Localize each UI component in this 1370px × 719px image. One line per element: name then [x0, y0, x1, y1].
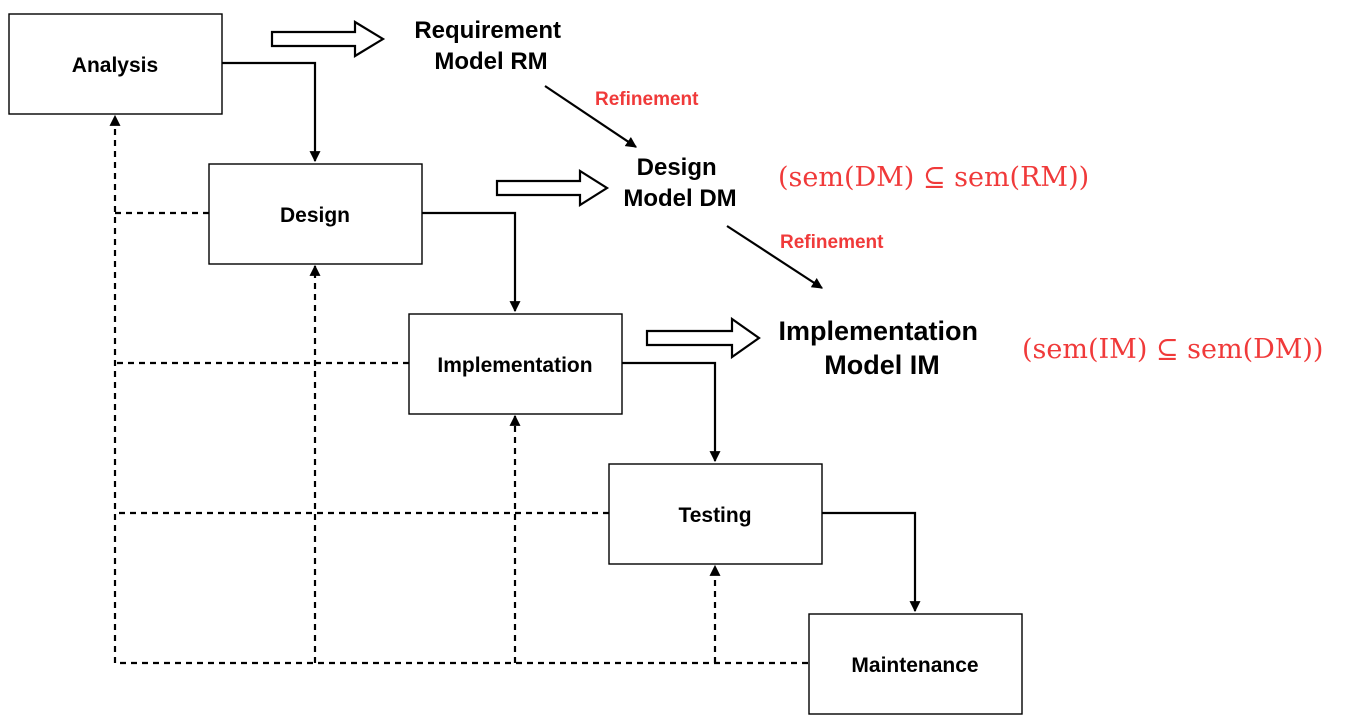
flow-design-to-implementation: [422, 211, 521, 313]
feedback-lines: [109, 114, 808, 665]
implementation-model-line2: Model IM: [824, 350, 940, 380]
refinement-arrow-rm-to-dm: [544, 85, 637, 148]
design-refinement-formula: (sem(DM) ⊆ sem(RM)): [778, 162, 1089, 193]
feedback-to-analysis: [109, 114, 808, 665]
implementation-model-label: Implementation Model IM: [778, 316, 985, 380]
requirement-model-line2: Model RM: [434, 48, 547, 75]
produces-arrow-rm: [270, 20, 386, 58]
design-model-label: Design Model DM: [623, 154, 736, 212]
stage-analysis-label: Analysis: [72, 54, 158, 77]
design-model-line1: Design: [637, 154, 717, 181]
stage-implementation-label: Implementation: [437, 354, 592, 377]
stage-maintenance-label: Maintenance: [851, 654, 978, 677]
requirement-model-line1: Requirement: [414, 17, 561, 44]
produces-arrow-dm: [495, 169, 610, 207]
stage-testing-label: Testing: [678, 504, 751, 527]
stage-design-label: Design: [280, 204, 350, 227]
stage-maintenance: Maintenance: [808, 613, 1023, 715]
stage-implementation: Implementation: [408, 313, 623, 415]
implementation-refinement-formula: (sem(IM) ⊆ sem(DM)): [1022, 334, 1323, 365]
refinement-arrow-dm-to-im: [726, 225, 823, 289]
produces-arrow-im: [645, 316, 761, 360]
flow-testing-to-maintenance: [822, 511, 921, 613]
implementation-model-line1: Implementation: [778, 316, 978, 346]
stage-analysis: Analysis: [8, 13, 223, 115]
refinement-label-1: Refinement: [595, 89, 699, 110]
stage-design: Design: [208, 163, 423, 265]
design-model-line2: Model DM: [623, 185, 736, 212]
refinement-label-2: Refinement: [780, 232, 884, 253]
flow-lines: [222, 61, 921, 613]
requirement-model-label: Requirement Model RM: [414, 17, 567, 75]
flow-analysis-to-design: [222, 61, 321, 163]
flow-implementation-to-testing: [622, 361, 721, 463]
stage-testing: Testing: [608, 463, 823, 565]
